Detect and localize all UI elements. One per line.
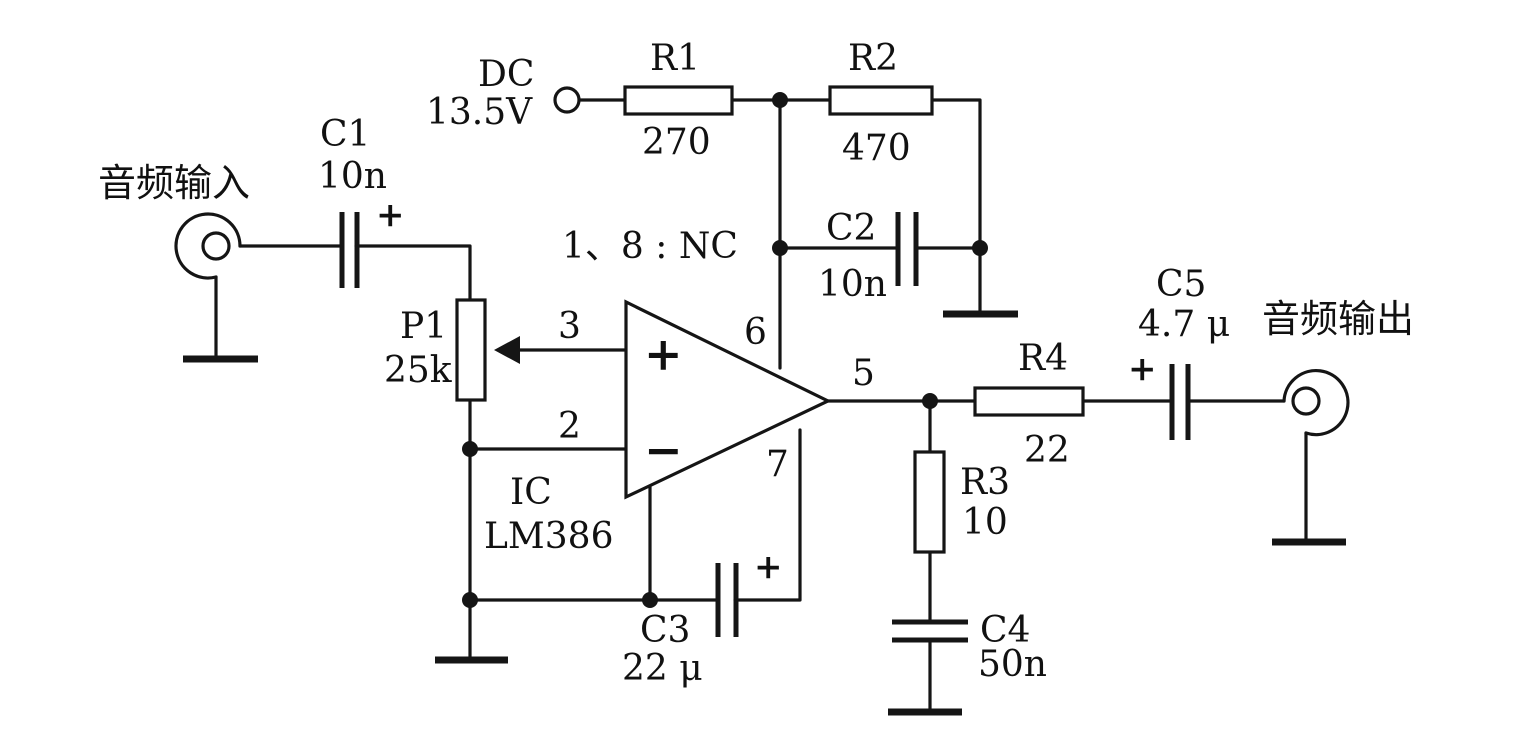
dc-voltage-label: 13.5V [426, 92, 533, 133]
c5-value: 4.7 μ [1138, 304, 1230, 345]
capacitor-c3 [715, 563, 739, 637]
ic-name: IC [510, 472, 552, 513]
junction-pin2 [462, 441, 478, 457]
wiper-arrow-icon [494, 336, 520, 364]
opamp-lm386 [624, 299, 832, 500]
capacitor-c5 [1169, 364, 1191, 440]
pin7-label: 7 [766, 444, 789, 485]
c5-name: C5 [1156, 264, 1206, 305]
dc-terminal-icon [553, 86, 581, 114]
junction-c2 [772, 240, 788, 256]
c5-polarity: + [1128, 349, 1157, 389]
c2-name: C2 [826, 208, 876, 249]
r2-value: 470 [842, 128, 911, 169]
ground-symbols [183, 310, 1346, 716]
p1-value: 25k [384, 350, 453, 391]
c4-name: C4 [980, 610, 1030, 651]
c3-name: C3 [640, 610, 690, 651]
r3-name: R3 [960, 462, 1010, 503]
input-jack-icon [174, 212, 242, 280]
capacitor-c4 [892, 619, 968, 643]
c4-value: 50n [978, 644, 1047, 685]
resistor-r1 [623, 85, 734, 116]
c3-value: 22 μ [622, 648, 703, 689]
wire-c3-pin7 [733, 428, 802, 602]
c1-polarity: + [376, 195, 405, 235]
inverting-input-sign: − [644, 423, 683, 477]
junction-c3 [642, 592, 658, 608]
ic-part: LM386 [484, 516, 613, 557]
pin2-label: 2 [558, 406, 581, 447]
junction-c2-ground [972, 240, 988, 256]
noninverting-input-sign: + [644, 327, 683, 381]
dc-label: DC [478, 54, 534, 95]
resistor-r2 [828, 85, 934, 116]
pin6-label: 6 [744, 312, 767, 353]
r2-name: R2 [848, 38, 898, 79]
audio-output-label: 音频输出 [1262, 297, 1414, 341]
p1-name: P1 [400, 306, 447, 347]
wires [214, 98, 1308, 712]
c2-value: 10n [818, 264, 887, 305]
resistor-r4 [973, 386, 1085, 417]
potentiometer-p1 [455, 298, 487, 402]
r1-value: 270 [642, 122, 711, 163]
junction-supply [772, 92, 788, 108]
nc-note: 1、8 : NC [562, 226, 738, 267]
r3-value: 10 [962, 502, 1008, 543]
r1-name: R1 [650, 38, 700, 79]
resistor-r3 [913, 450, 946, 554]
pin3-label: 3 [558, 306, 581, 347]
junction-dots [462, 92, 988, 608]
pin5-label: 5 [852, 353, 875, 394]
capacitor-c1 [339, 212, 360, 288]
capacitor-c2 [895, 212, 919, 286]
output-jack-icon [1282, 369, 1350, 437]
junction-output [922, 393, 938, 409]
wire-c1-p1 [354, 244, 472, 302]
c1-name: C1 [320, 114, 370, 155]
r4-value: 22 [1024, 430, 1070, 471]
audio-input-label: 音频输入 [98, 161, 250, 205]
wire-r2-ground [930, 98, 982, 314]
junction-ground-rail [462, 592, 478, 608]
c3-polarity: + [754, 547, 783, 587]
r4-name: R4 [1018, 338, 1068, 379]
c1-value: 10n [318, 156, 387, 197]
